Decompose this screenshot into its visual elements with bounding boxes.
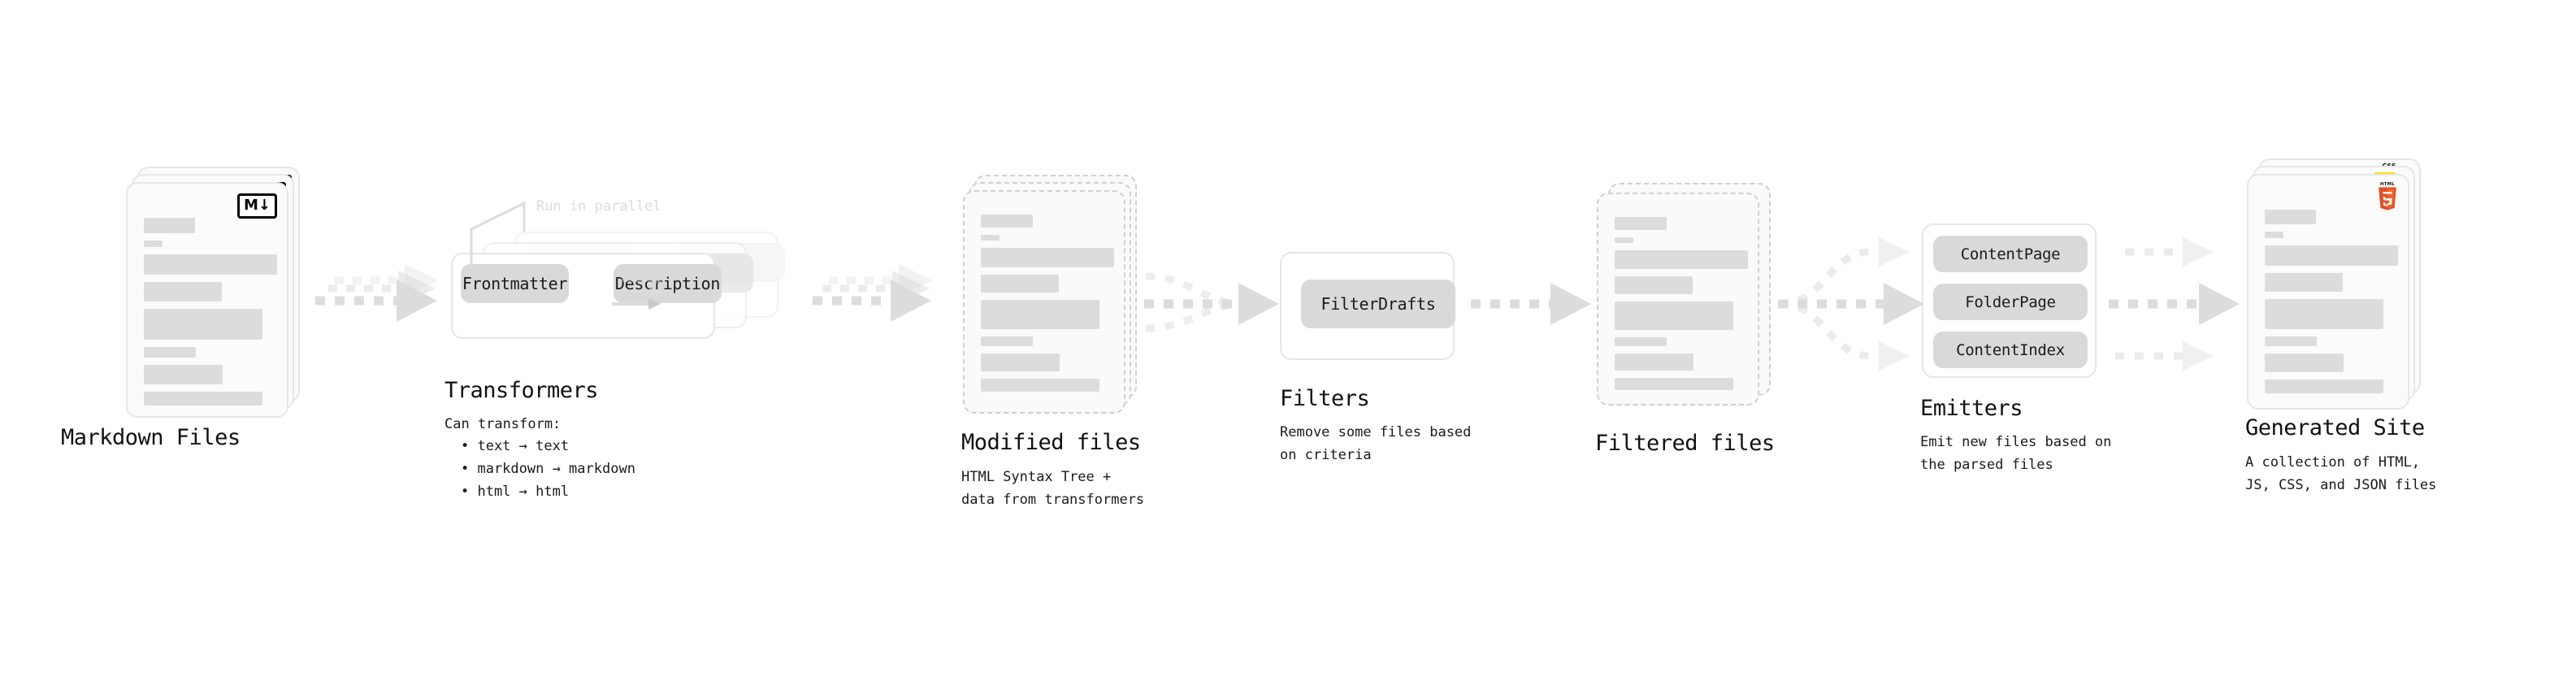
stage-subtitle-transformers: Can transform: (445, 416, 562, 432)
filter-chip-label: FilterDrafts (1321, 294, 1436, 314)
transformer-chip-description[interactable]: Description (614, 264, 722, 303)
stage-title-modified-files: Modified files (961, 430, 1141, 455)
markdown-file-stack: M↓ M↓ M↓ (126, 167, 301, 419)
stage-subtitle-generated-site: A collection of HTML, JS, CSS, and JSON … (2245, 454, 2437, 494)
generated-file-stack: CSS HTML (2247, 158, 2422, 410)
stage-filtered-files: Filtered files (1595, 183, 1775, 456)
stage-title-transformers: Transformers (445, 378, 599, 403)
emitter-chip-contentindex[interactable]: ContentIndex (1933, 332, 2088, 368)
stage-modified-files: Modified files HTML Syntax Tree + data f… (961, 175, 1144, 508)
stage-generated-site: CSS HTML (2245, 158, 2436, 493)
arrow-filtered-to-emitters (1778, 237, 1924, 371)
stage-subtitle-modified-files: HTML Syntax Tree + data from transformer… (961, 469, 1145, 509)
document-placeholder-lines (1615, 217, 1748, 397)
filtered-card-front (1597, 193, 1759, 406)
arrow-modified-to-filters (1144, 272, 1279, 332)
stage-title-filtered-files: Filtered files (1595, 431, 1775, 456)
svg-text:HTML: HTML (2380, 182, 2395, 187)
arrow-emitters-to-generated (2109, 237, 2240, 371)
arrow-transformers-to-modified (813, 264, 933, 322)
document-placeholder-lines (2265, 210, 2398, 401)
stage-subtitle-filters: Remove some files based on criteria (1280, 424, 1472, 464)
modified-card-front (963, 190, 1125, 414)
transformer-chip-frontmatter[interactable]: Frontmatter (461, 264, 569, 303)
stage-subtitle-emitters: Emit new files based on the parsed files (1920, 434, 2112, 474)
transform-list-item-0: • text → text (461, 438, 570, 454)
stage-title-markdown-files: Markdown Files (61, 425, 241, 450)
filters-box: FilterDrafts (1280, 252, 1455, 360)
stage-title-generated-site: Generated Site (2245, 415, 2425, 440)
arrow-markdown-to-transformers (315, 264, 439, 322)
modified-file-stack (963, 175, 1138, 419)
emitters-box: ContentPage FolderPage ContentIndex (1922, 223, 2097, 378)
emitter-chip-label: FolderPage (1965, 293, 2056, 311)
transform-list-item-2: • html → html (461, 484, 570, 500)
transformer-chip-label: Description (614, 274, 721, 293)
transform-list-item-1: • markdown → markdown (461, 461, 635, 477)
document-placeholder-lines (981, 215, 1114, 399)
emitter-chip-label: ContentPage (1960, 245, 2061, 263)
transformer-chip-label: Frontmatter (462, 274, 568, 293)
filter-chip-filterdrafts[interactable]: FilterDrafts (1301, 280, 1455, 328)
stage-title-filters: Filters (1280, 386, 1370, 411)
emitter-chip-contentpage[interactable]: ContentPage (1933, 236, 2088, 272)
run-in-parallel-label: Run in parallel (536, 198, 661, 215)
emitter-chip-label: ContentIndex (1956, 340, 2065, 359)
stage-markdown-files: M↓ M↓ M↓ Markdown Files (61, 167, 301, 450)
markdown-card-front: M↓ (126, 182, 288, 418)
markdown-icon: M↓ (237, 193, 277, 219)
transformer-box-front: Frontmatter Description (451, 253, 722, 339)
generated-card-html: HTML (2247, 174, 2409, 410)
emitter-chip-folderpage[interactable]: FolderPage (1933, 284, 2088, 320)
filtered-file-stack (1597, 183, 1772, 419)
document-placeholder-lines (144, 218, 277, 413)
arrow-filters-to-filtered (1471, 283, 1591, 325)
html5-icon: HTML (2375, 180, 2400, 211)
stage-title-emitters: Emitters (1920, 396, 2023, 421)
